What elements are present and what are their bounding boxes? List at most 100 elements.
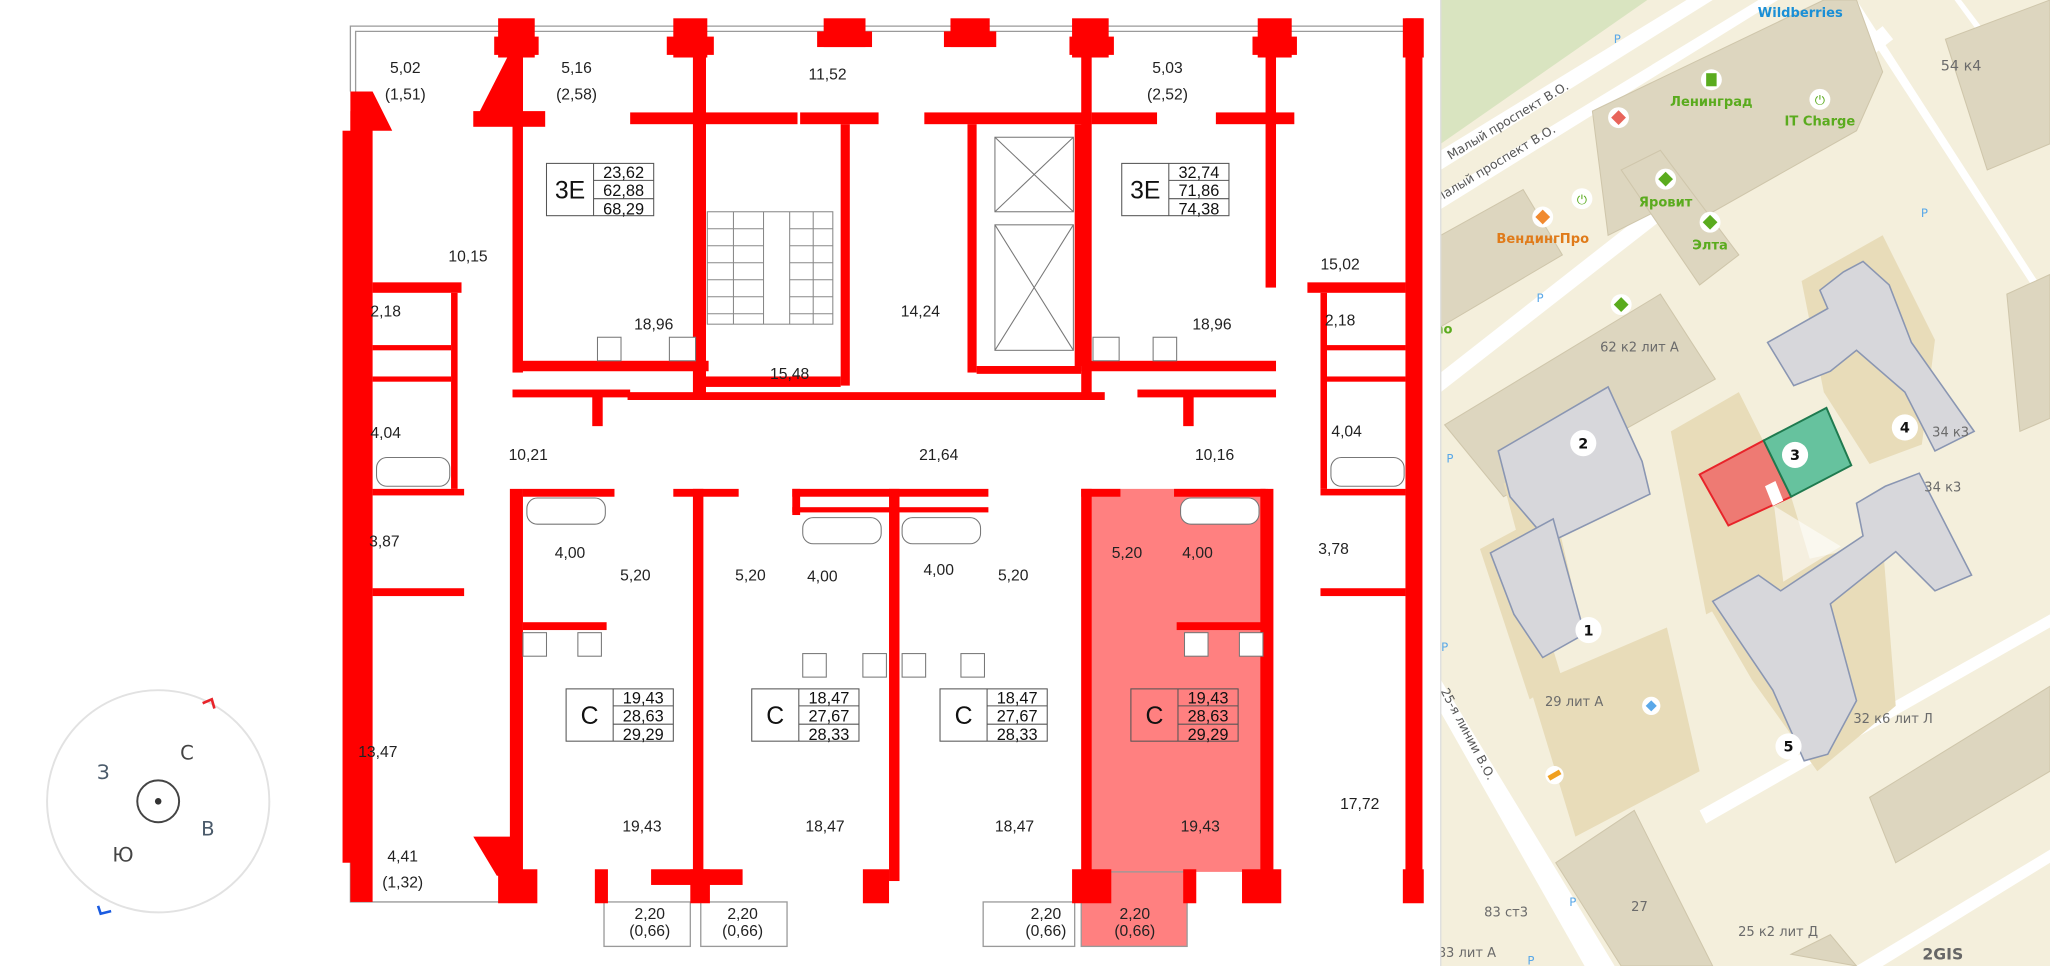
section-marker-1[interactable]: 1 (1575, 616, 1602, 644)
total-area: 28,63 (1188, 708, 1229, 726)
total-area-with-balcony: 29,29 (1188, 726, 1229, 744)
poi-label: Элта (1692, 239, 1728, 254)
room-area: 18,47 (995, 818, 1034, 835)
balcony-outline (354, 30, 1418, 92)
apartment-info-studio-selected[interactable]: С 19,43 28,63 29,29 (1130, 688, 1239, 744)
poi-leningrad[interactable]: Ленинград (1670, 69, 1753, 110)
apartment-type: С (581, 703, 599, 730)
balcony-area: 2,20 (1031, 906, 1062, 923)
selected-apartment-highlight[interactable] (1081, 488, 1269, 872)
floor-plan: 3E 23,62 62,88 68,29 3E 32,74 71,86 74,3… (342, 18, 1424, 948)
poi-blue[interactable] (1642, 696, 1661, 716)
room-area: 4,00 (923, 562, 954, 579)
total-area: 27,67 (997, 708, 1038, 726)
address-label: 83 ст3 (1484, 905, 1528, 920)
apartment-info-studio-2[interactable]: С 18,47 27,67 28,33 (751, 688, 860, 744)
poi-vendingpro[interactable]: ВендингПро (1496, 206, 1589, 248)
room-area: 4,00 (807, 569, 838, 586)
living-area: 18,47 (808, 689, 849, 707)
total-area-with-balcony: 29,29 (623, 726, 664, 744)
total-area-with-balcony: 68,29 (603, 200, 644, 218)
parking-icon: P (1446, 452, 1453, 466)
room-area: 5,02 (390, 60, 421, 77)
poi-charger[interactable]: ⏻ (1571, 188, 1593, 210)
section-marker-5[interactable]: 5 (1775, 733, 1802, 760)
room-area: 5,20 (620, 567, 651, 584)
apartment-info-studio-3[interactable]: С 18,47 27,67 28,33 (939, 688, 1048, 744)
total-area-with-balcony: 74,38 (1178, 200, 1219, 218)
room-area: 10,16 (1195, 447, 1235, 464)
room-area: 3,78 (1318, 541, 1349, 558)
room-area: 3,87 (369, 533, 400, 550)
view-origin-marker (1764, 481, 1784, 506)
balcony-area: 2,20 (1120, 906, 1151, 923)
address-label: 34 к3 (1932, 426, 1969, 441)
poi-wildberries[interactable]: Wildberries (1758, 6, 1843, 21)
poi-it-charge[interactable]: ⏻ IT Charge (1785, 88, 1856, 130)
apartment-info-3e-right[interactable]: 3E 32,74 71,86 74,38 (1121, 162, 1230, 218)
parking-icon: P (1569, 895, 1576, 909)
room-area: 10,15 (448, 248, 488, 265)
parking-icon: P (1537, 291, 1544, 305)
balcony-area: 2,20 (727, 906, 758, 923)
walls (342, 18, 1424, 904)
room-area: 5,16 (561, 60, 592, 77)
fixtures (376, 336, 1405, 678)
diamond-icon (1702, 214, 1718, 230)
apartment-info-3e-left[interactable]: 3E 23,62 62,88 68,29 (545, 162, 655, 218)
view-cone (1774, 505, 1841, 582)
poi-green[interactable] (1610, 294, 1632, 316)
balcony-outline (982, 901, 1076, 948)
buildings (1440, 0, 2050, 966)
total-area: 62,88 (603, 182, 644, 200)
section-marker-3[interactable]: 3 (1781, 441, 1809, 468)
room-area: 19,43 (622, 818, 662, 835)
section-1[interactable] (1489, 517, 1586, 659)
address-label: 25 к2 лит Д (1738, 925, 1818, 940)
section-5[interactable] (1711, 472, 1973, 762)
living-area: 32,74 (1178, 164, 1219, 182)
total-area-with-balcony: 28,33 (997, 726, 1038, 744)
section-2[interactable] (1497, 385, 1651, 544)
park-area (1440, 0, 1648, 144)
marker-label: 5 (1784, 740, 1794, 756)
marker-label: 1 (1583, 623, 1593, 639)
map[interactable]: 62 к2 лит А 54 к4 34 к3 34 к3 29 лит А 3… (1431, 0, 2050, 966)
poi-label: Яровит (1639, 196, 1693, 211)
section-4[interactable] (1766, 260, 1976, 453)
address-label: 32 к6 лит Л (1853, 712, 1933, 727)
balcony-reduced-area: (0,66) (629, 923, 670, 940)
north-arrow-icon (202, 697, 216, 709)
poi-elta[interactable]: Элта (1692, 211, 1728, 254)
balcony-outline (603, 901, 691, 948)
living-area: 23,62 (603, 164, 644, 182)
section-marker-4[interactable]: 4 (1891, 414, 1918, 441)
apartment-type: 3E (555, 178, 585, 205)
ev-charger-icon: ⏻ (1577, 192, 1587, 207)
apartment-info-studio-1[interactable]: С 19,43 28,63 29,29 (565, 688, 674, 744)
dumbbell-icon (1547, 769, 1562, 781)
section-marker-2[interactable]: 2 (1570, 430, 1597, 457)
balcony-outline (700, 901, 788, 948)
room-area: 5,20 (1112, 545, 1143, 562)
diamond-icon (1613, 297, 1629, 312)
poi-gym[interactable] (1545, 766, 1564, 785)
room-area: 18,96 (1192, 316, 1232, 333)
balcony-reduced-area: (0,66) (1025, 923, 1066, 940)
room-area: 17,72 (1340, 796, 1379, 813)
poi-label: Wildberries (1758, 6, 1843, 21)
living-area: 19,43 (623, 689, 664, 707)
room-area: 5,20 (735, 567, 766, 584)
balcony-outline (349, 25, 1423, 92)
compass-north-label: С (180, 741, 194, 764)
balcony-reduced-area: (0,66) (1114, 923, 1155, 940)
room-area: 15,02 (1320, 256, 1359, 273)
diamond-icon (1658, 171, 1674, 187)
total-area-with-balcony: 28,33 (808, 726, 849, 744)
poi-yarovit[interactable]: Яровит (1639, 168, 1693, 211)
total-area: 71,86 (1178, 182, 1219, 200)
poi-red[interactable] (1608, 107, 1630, 129)
parking-icon: P (1614, 32, 1621, 46)
room-area: (2,52) (1147, 86, 1188, 103)
